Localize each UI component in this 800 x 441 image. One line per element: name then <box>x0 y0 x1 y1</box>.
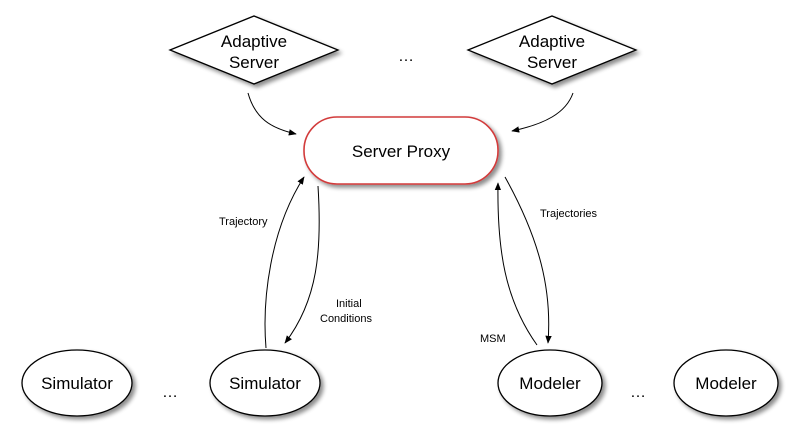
server-proxy-label: Server Proxy <box>352 142 451 161</box>
modeler-node-2: Modeler <box>673 349 779 417</box>
modelers-ellipsis: … <box>630 384 646 401</box>
adaptive-server-1-label-line1: Adaptive <box>221 32 287 51</box>
arrow-trajectories-proxy-to-modeler <box>504 176 552 344</box>
edge-label-initial-line2: Conditions <box>320 313 372 325</box>
server-proxy-node: Server Proxy <box>303 116 499 185</box>
arrow-trajectory-simulator-to-proxy <box>264 176 305 349</box>
adaptive-server-node-2: Adaptive Server <box>466 15 638 85</box>
edge-label-msm: MSM <box>480 333 506 345</box>
modeler-1-label: Modeler <box>519 374 581 393</box>
edge-label-trajectories: Trajectories <box>540 208 598 220</box>
adaptive-server-2-label-line1: Adaptive <box>519 32 585 51</box>
arrow-msm-modeler-to-proxy <box>494 182 538 346</box>
edge-label-initial-line1: Initial <box>336 298 362 310</box>
modeler-2-label: Modeler <box>695 374 757 393</box>
edge-label-trajectory: Trajectory <box>219 216 268 228</box>
simulator-node-1: Simulator <box>21 349 133 417</box>
adaptive-server-2-label-line2: Server <box>527 53 577 72</box>
arrow-initial-conditions-proxy-to-simulator <box>284 185 320 344</box>
arrow-adaptive-server-2-to-proxy <box>511 92 574 133</box>
simulator-node-2: Simulator <box>209 349 321 417</box>
simulator-2-label: Simulator <box>229 374 301 393</box>
modeler-node-1: Modeler <box>497 349 603 417</box>
arrow-adaptive-server-1-to-proxy <box>247 92 297 136</box>
simulator-1-label: Simulator <box>41 374 113 393</box>
adaptive-server-1-label-line2: Server <box>229 53 279 72</box>
simulators-ellipsis: … <box>162 384 178 401</box>
adaptive-server-node-1: Adaptive Server <box>168 15 340 85</box>
adaptive-servers-ellipsis: … <box>398 48 414 65</box>
